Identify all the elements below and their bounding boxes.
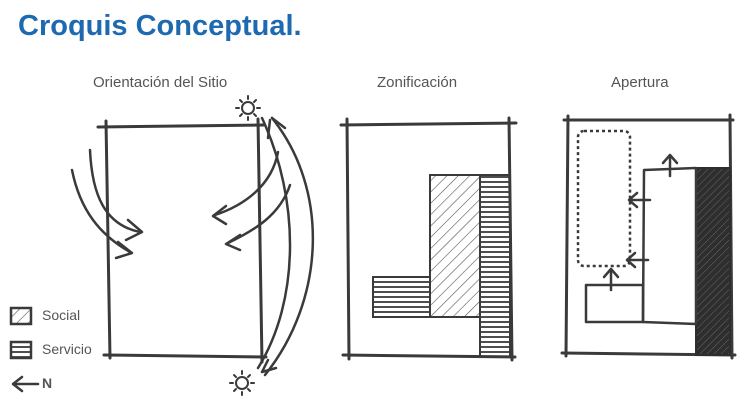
legend-social-swatch <box>9 306 33 326</box>
north-arrow-icon <box>11 375 40 393</box>
page-title: Croquis Conceptual. <box>18 10 302 42</box>
main-block <box>584 166 698 326</box>
legend-north-label: N <box>42 375 53 391</box>
sun-icon <box>235 95 261 121</box>
service-zone-right <box>479 174 511 358</box>
service-zone-left <box>372 276 431 318</box>
open-area <box>576 129 632 268</box>
orientation-label: Orientación del Sitio <box>93 74 228 91</box>
social-zone <box>429 174 481 318</box>
zoning-label: Zonificación <box>377 74 458 91</box>
opening-arrows <box>602 153 679 292</box>
opening-sketch <box>560 113 737 360</box>
legend <box>9 306 40 393</box>
legend-service-label: Servicio <box>42 341 92 357</box>
legend-social-label: Social <box>42 307 81 323</box>
site-orientation-sketch <box>70 95 314 396</box>
site-boundary <box>96 117 268 364</box>
sun-path-arc <box>256 116 314 377</box>
wind-arrows-right <box>211 150 292 252</box>
opening-label: Apertura <box>611 74 669 91</box>
zoning-sketch <box>339 116 518 362</box>
sunset-icon <box>229 370 255 396</box>
legend-service-swatch <box>9 340 33 360</box>
wind-arrows-left <box>70 148 144 260</box>
service-block <box>695 167 731 356</box>
